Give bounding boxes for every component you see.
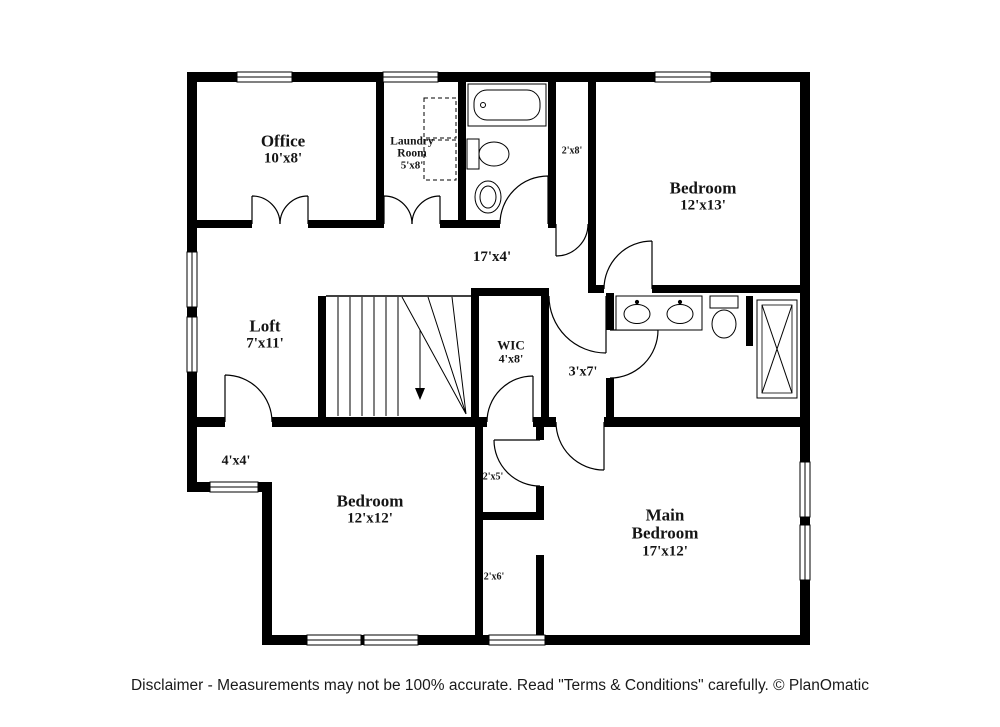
window-icon — [306, 634, 362, 646]
room-dims: 3'x7' — [568, 364, 598, 380]
room-dims: 12'x12' — [347, 511, 393, 528]
room-name: Loft — [249, 316, 281, 336]
room-name: Bedroom — [336, 491, 404, 511]
room-dims: 2'x5' — [482, 471, 504, 483]
door-swing-icon — [251, 195, 309, 225]
window-icon — [799, 461, 811, 518]
room-name: WIC — [497, 337, 525, 353]
room-label-bedroom-top: Bedroom 12'x13' — [669, 178, 737, 215]
room-dims: 17'x12' — [642, 543, 688, 560]
room-label-office: Office 10'x8' — [260, 131, 306, 168]
window-icon — [799, 524, 811, 581]
room-label-closet-2x6: 2'x6' — [483, 571, 505, 584]
door-swing-icon — [555, 223, 589, 257]
room-label-bedroom-bottom: Bedroom 12'x12' — [336, 491, 404, 528]
door-swing-icon — [383, 195, 441, 225]
window-icon — [186, 251, 198, 308]
door-swing-icon — [555, 421, 605, 471]
room-name: Laundry Room — [390, 135, 434, 161]
toilet-icon — [466, 138, 510, 170]
room-dims: 5'x8' — [400, 159, 424, 172]
room-dims: 4'x4' — [221, 453, 251, 469]
room-dims: 10'x8' — [263, 151, 303, 168]
windows — [186, 71, 811, 646]
room-name: Bedroom — [669, 178, 737, 198]
room-label-nook-4x4: 4'x4' — [222, 453, 251, 468]
room-dims: 4'x8' — [498, 351, 524, 366]
door-swing-icon — [603, 240, 653, 290]
interior-walls — [187, 82, 810, 645]
door-swing-icon — [499, 175, 549, 225]
double-vanity-icon — [615, 295, 703, 331]
door-swing-icon — [493, 439, 541, 487]
room-label-main-bedroom: Main Bedroom 17'x12' — [620, 505, 710, 560]
room-dims: 2'x8' — [561, 145, 583, 157]
room-dims: 2'x6' — [483, 571, 505, 583]
bathtub-icon — [467, 83, 547, 127]
door-swing-icon — [224, 374, 273, 423]
stair-direction-arrow-icon — [415, 388, 425, 400]
room-dims: 12'x13' — [680, 198, 726, 215]
window-icon — [209, 481, 259, 493]
room-label-wic: WIC 4'x8' — [497, 337, 525, 366]
room-label-hall-3x7: 3'x7' — [569, 364, 598, 379]
stairs-icon — [326, 295, 471, 416]
door-swing-icon — [548, 295, 607, 354]
room-label-closet-2x8: 2'x8' — [561, 145, 583, 158]
room-name: Main Bedroom — [631, 505, 699, 543]
window-icon — [488, 634, 546, 646]
room-dims: 17'x4' — [472, 248, 512, 265]
window-icon — [382, 71, 439, 83]
washer-dryer-icon — [423, 97, 457, 181]
door-swing-icon — [609, 329, 659, 379]
room-label-hallway: 17'x4' — [473, 249, 511, 265]
room-label-laundry: Laundry Room 5'x8' — [381, 136, 443, 173]
window-icon — [654, 71, 712, 83]
shower-icon — [756, 299, 798, 399]
disclaimer-text: Disclaimer - Measurements may not be 100… — [130, 677, 869, 694]
room-label-loft: Loft 7'x11' — [246, 316, 284, 353]
toilet-icon — [709, 295, 739, 339]
window-icon — [236, 71, 293, 83]
room-name: Office — [260, 131, 306, 151]
room-label-closet-2x5: 2'x5' — [482, 471, 504, 484]
window-icon — [186, 316, 198, 373]
room-dims: 7'x11' — [246, 336, 284, 353]
window-icon — [363, 634, 419, 646]
door-swing-icon — [486, 375, 534, 423]
pedestal-sink-icon — [474, 180, 502, 214]
